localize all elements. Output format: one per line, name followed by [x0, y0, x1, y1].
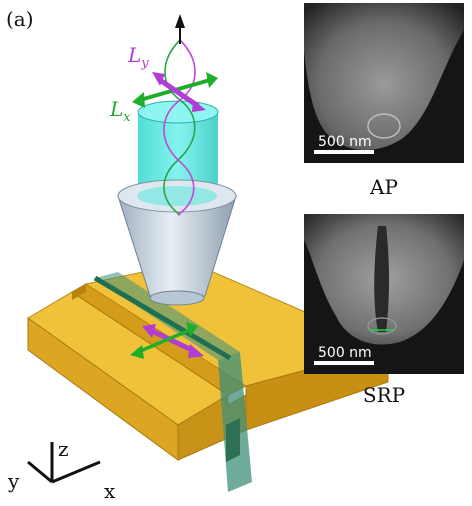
polarization-arrows-bottom: [130, 322, 204, 359]
srp-caption: SRP: [363, 383, 405, 407]
plane-line: [93, 275, 232, 361]
ly-label: Ly: [127, 43, 149, 71]
ly-arrowhead-b2: [142, 324, 156, 338]
ly-arrow-bottom: [148, 327, 198, 355]
sem-inset-ap: 500 nm AP: [304, 3, 464, 199]
lx-label: Lx: [109, 97, 131, 125]
ap-probe-shape: [304, 3, 464, 151]
lx-arrow-bottom: [137, 328, 191, 354]
probe-top-inner: [137, 186, 217, 206]
plane-upper: [95, 272, 240, 360]
polarization-curve-violet: [163, 39, 196, 216]
lx-arrowhead-right: [206, 72, 218, 88]
probe-tip: [149, 290, 205, 306]
lx-arrowhead-left: [132, 92, 145, 108]
ly-arrowhead-b1: [188, 344, 204, 358]
ap-scale-bar: [314, 150, 374, 154]
panel-label: (a): [6, 7, 34, 31]
coordinate-axes: z y x: [7, 437, 116, 503]
ap-aperture: [367, 113, 401, 139]
srp-slit: [374, 226, 389, 332]
lx-arrowhead-b2: [130, 345, 144, 359]
polarization-curve-green: [163, 39, 196, 216]
y-axis: [27, 460, 53, 484]
plane-in-front: [226, 418, 240, 462]
ap-caption: AP: [369, 175, 398, 199]
polarization-arrows-top: [132, 72, 218, 112]
symmetry-plane: [93, 272, 252, 492]
ap-scale-label: 500 nm: [318, 134, 372, 150]
z-axis-label: z: [58, 437, 69, 461]
substrate-groove-wall: [72, 284, 86, 300]
srp-scale-label: 500 nm: [318, 345, 372, 361]
x-axis-label: x: [104, 479, 116, 503]
srp-aperture: [367, 317, 397, 335]
beam-top: [137, 100, 219, 124]
lx-arrowhead-b1: [186, 322, 198, 337]
propagation-arrowhead: [175, 14, 185, 28]
y-axis-label: y: [7, 469, 20, 493]
x-axis: [51, 460, 101, 484]
ly-arrowhead-right: [192, 100, 206, 112]
ly-arrow-top: [158, 77, 200, 109]
fiber-probe: [117, 179, 237, 306]
srp-scale-bar: [314, 361, 374, 365]
ly-arrowhead-left: [152, 72, 165, 86]
sem-inset-srp: 500 nm SRP: [304, 214, 464, 407]
